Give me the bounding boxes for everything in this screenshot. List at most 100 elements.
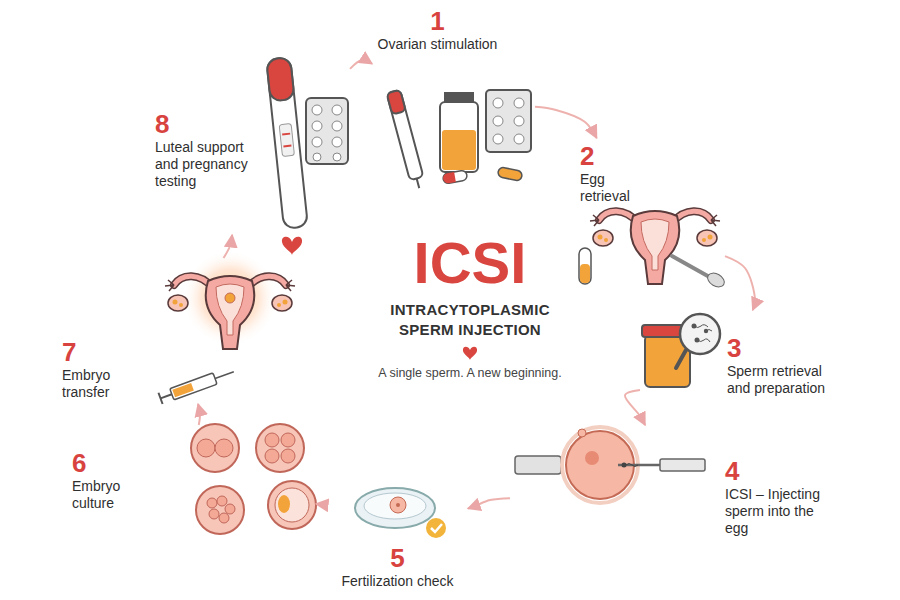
icsi-injection-illustration [562,427,638,503]
petri-dish-illustration [431,524,442,532]
step-number: 7 [62,338,147,367]
pregnancy-test-illustration [312,137,322,147]
step-group: 6Embryo culture [68,425,316,545]
subtitle: INTRACYTOPLASMIC SPERM INJECTION [378,300,563,340]
medication-icons [387,90,406,115]
petri-dish-illustration [426,518,446,538]
medication-icons [442,130,476,170]
pregnancy-test-illustration [313,153,321,161]
medication-icons [442,172,456,184]
petri-dish-illustration [364,493,426,519]
pregnancy-test-illustration [266,57,308,229]
step-label: Luteal support and pregnancy testing [155,139,265,190]
step-group: 2Egg retrieval [575,138,725,285]
embryo-transfer-illustration [158,393,162,404]
embryo-illustration [217,496,227,506]
medication-icons [442,170,467,184]
sperm-sample-illustration [676,350,686,368]
embryo-illustration [219,513,229,523]
pregnancy-test-illustration [332,105,342,115]
egg-retrieval-illustration [580,264,590,283]
step-label: Ovarian stimulation [375,36,500,53]
step-text: 2Egg retrieval [580,142,650,205]
embryo-illustration [209,509,219,519]
icsi-injection-illustration [626,464,638,467]
embryo-illustration [275,488,309,522]
sperm-sample-illustration [642,314,720,387]
embryo-illustration [196,486,244,534]
cycle-arrow [725,256,755,310]
icsi-injection-illustration [515,427,705,503]
step-label: ICSI – Injecting sperm into the egg [725,486,840,537]
medication-icons [497,167,523,182]
embryo-transfer-illustration [172,383,194,397]
step-number: 5 [330,544,465,573]
sperm-sample-illustration [680,314,720,354]
medication-icons [440,102,478,172]
medication-icons [493,134,503,144]
step-number: 4 [725,457,840,486]
embryo-transfer-illustration [158,250,295,404]
step-number: 2 [580,142,650,171]
step-text: 1Ovarian stimulation [375,7,500,53]
embryo-transfer-illustration [161,394,172,398]
embryo-transfer-illustration [170,373,217,400]
petri-dish-illustration [390,497,406,513]
pregnancy-test-illustration [312,121,322,131]
cycle-arrow [350,60,372,69]
medication-icons [417,178,420,188]
pregnancy-test-illustration [283,145,291,148]
embryo-illustration [278,495,290,513]
embryo-illustration [197,439,215,457]
embryo-illustration [268,481,316,529]
pregnancy-test-illustration [333,153,341,161]
embryo-illustration [265,449,279,463]
center-title-block: ICSIINTRACYTOPLASMIC SPERM INJECTIONA si… [360,232,580,381]
step-text: 5Fertilization check [330,544,465,590]
cycle-arrow [535,107,597,138]
pregnancy-test-illustration [282,237,302,255]
pregnancy-test-illustration [266,57,308,229]
icsi-injection-illustration [566,431,634,499]
heart-icon [462,345,478,361]
cycle-arrow [468,498,510,508]
embryo-transfer-illustration [158,366,235,404]
petri-dish-illustration [355,488,435,528]
step-group: 7Embryo transfer [58,258,310,404]
step-text: 6Embryo culture [72,449,152,512]
sperm-sample-illustration [706,330,712,332]
cycle-arrow [224,235,233,258]
medication-icons [514,116,524,126]
embryo-illustration [265,433,279,447]
medication-icons [387,90,531,190]
pregnancy-test-illustration [332,137,342,147]
step-label: Egg retrieval [580,171,650,205]
pregnancy-test-illustration [266,57,294,101]
step-label: Fertilization check [330,573,465,590]
medication-icons [442,170,467,184]
step-number: 3 [727,334,842,363]
embryo-illustration [191,424,316,534]
pregnancy-test-illustration [332,121,342,131]
step-text: 7Embryo transfer [62,338,147,401]
step-group: 4ICSI – Injecting sperm into the egg [510,425,845,540]
step-text: 8Luteal support and pregnancy testing [155,110,265,190]
icsi-injection-illustration [622,463,627,468]
embryo-illustration [225,504,235,514]
pregnancy-test-illustration [306,98,348,164]
embryo-illustration [207,498,217,508]
embryo-transfer-illustration [215,372,234,379]
medication-icons [387,90,426,190]
cycle-arrow [316,504,327,507]
embryo-illustration [281,449,295,463]
embryo-illustration [256,424,304,472]
egg-retrieval-illustration [705,270,727,289]
step-label: Embryo transfer [62,367,147,401]
pregnancy-test-illustration [279,123,294,156]
medication-icons [514,134,524,144]
step-number: 1 [375,7,500,36]
egg-retrieval-illustration [579,248,591,284]
medication-icons [493,116,503,126]
